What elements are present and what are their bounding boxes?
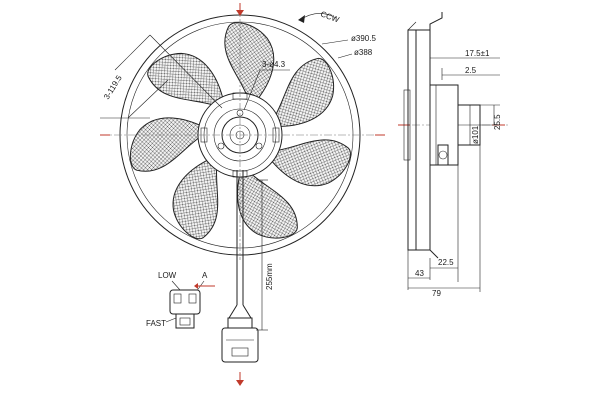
- cable: [221, 170, 259, 363]
- blade-diameter-label: ø388: [354, 48, 373, 57]
- mount-hole: [217, 142, 225, 150]
- offset-label: 2.5: [465, 66, 477, 75]
- low-speed-label: LOW: [158, 271, 177, 280]
- front-view: CCW ø390.5 ø388 3-ø4.3 3-119.5: [100, 3, 385, 386]
- pin-a-label: A: [202, 271, 208, 280]
- reference-arrows: [100, 3, 385, 386]
- fan-blade: [129, 117, 201, 172]
- cable-length-dimension: 255mm: [256, 179, 274, 331]
- diameter-dimensions: ø390.5 ø388: [321, 34, 376, 59]
- fan-blade: [237, 172, 298, 239]
- total-depth-label: 79: [432, 289, 441, 298]
- hub-diameter-label: ø101: [471, 125, 480, 144]
- bolt-circle-label: 3-119.5: [102, 73, 124, 101]
- depth-dimensions: 22.5 43 79: [407, 145, 481, 298]
- side-view: 17.5±1 2.5 25.5 ø101 22.5 43 79: [398, 12, 508, 298]
- hub-offset-label: 25.5: [493, 114, 502, 130]
- motor-depth-label: 43: [415, 269, 424, 278]
- fan-blade: [147, 52, 224, 106]
- rotation-indicator: CCW: [298, 9, 341, 25]
- rotation-label: CCW: [319, 9, 340, 24]
- hub-dimensions: 25.5 ø101: [458, 104, 502, 145]
- width-label: 17.5±1: [465, 49, 490, 58]
- fan-blade: [271, 139, 351, 187]
- fan-blade: [224, 22, 275, 99]
- fan-blades: [129, 22, 351, 240]
- cable-length-label: 255mm: [265, 263, 274, 290]
- hole-pattern-label: 3-ø4.3: [262, 60, 286, 69]
- fan-blade: [274, 57, 334, 127]
- flange-label: 22.5: [438, 258, 454, 267]
- fan-blade: [172, 159, 219, 240]
- mount-hole: [255, 142, 263, 150]
- hole-pattern-dimension: 3-ø4.3: [243, 60, 290, 111]
- connector-detail: LOW A FAST: [146, 271, 215, 329]
- fast-speed-label: FAST: [146, 319, 166, 328]
- outer-diameter-label: ø390.5: [351, 34, 376, 43]
- top-dimensions: 17.5±1 2.5: [429, 49, 500, 80]
